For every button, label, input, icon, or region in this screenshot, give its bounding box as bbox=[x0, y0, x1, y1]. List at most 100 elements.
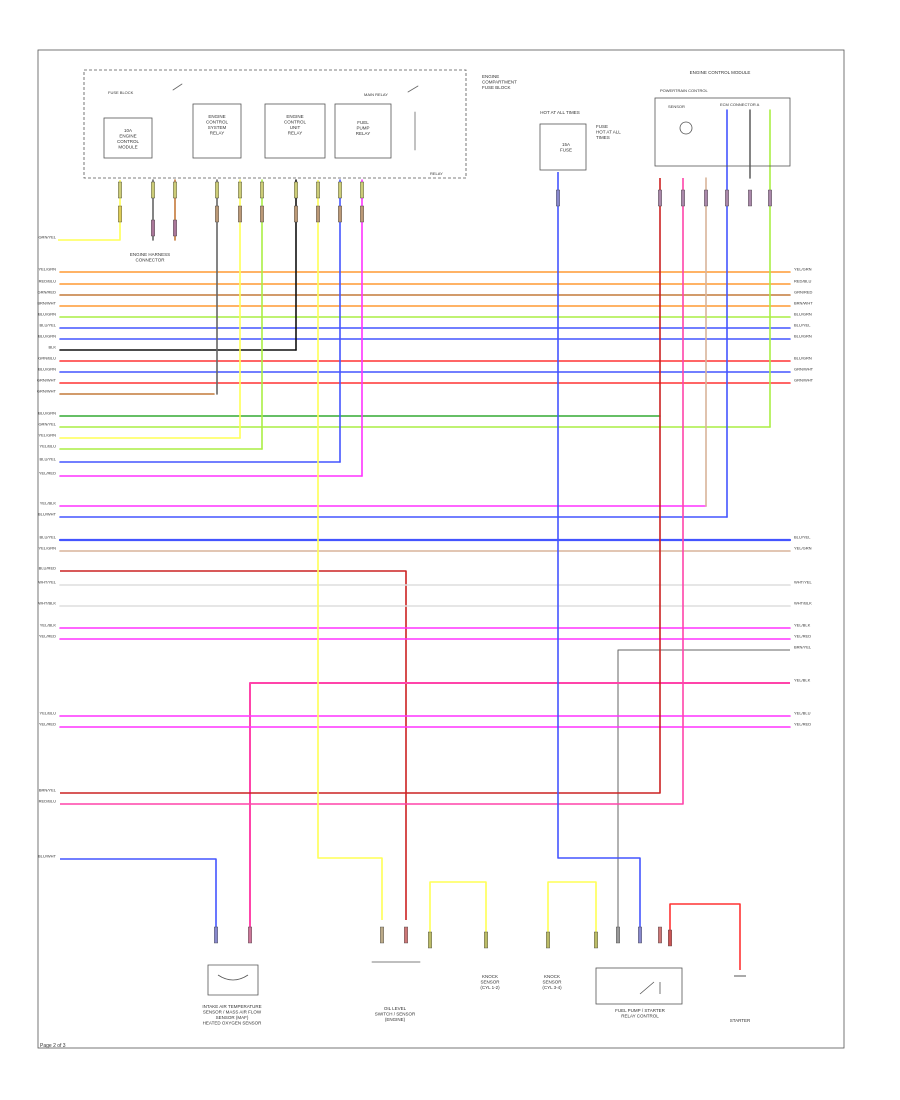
starter-wire bbox=[669, 903, 741, 970]
bus-wire-label-left: RED/BLU bbox=[39, 799, 56, 804]
bus-wire-label-left: WHT/YEL bbox=[38, 580, 57, 585]
bus-wire bbox=[60, 178, 684, 805]
caption-line: (CYL 3-4) bbox=[542, 985, 562, 990]
caption-line: ENGINE HARNESS bbox=[130, 252, 170, 257]
bus-wire-label-right: BLU/YEL bbox=[794, 535, 811, 540]
switch-mark bbox=[407, 85, 419, 93]
connector-pin-harness bbox=[294, 205, 299, 223]
caption-line: 10A bbox=[124, 128, 132, 133]
caption-line: CONNECTOR bbox=[136, 258, 166, 263]
connector-pin-top bbox=[117, 181, 122, 199]
caption-line: RELAY bbox=[356, 131, 370, 136]
caption-line: UNIT bbox=[290, 125, 301, 130]
caption-line: (ENGINE) bbox=[385, 1017, 406, 1022]
caption-line: SENSOR bbox=[542, 980, 562, 985]
connector-pin-bottom bbox=[404, 926, 409, 944]
caption-line: STARTER bbox=[730, 1018, 751, 1023]
wires-layer bbox=[58, 83, 792, 970]
bus-wire-label-left: YEL/GRN bbox=[38, 546, 56, 551]
connector-pin-ecm bbox=[725, 189, 730, 207]
bus-wire-label-left: GRN/RED bbox=[38, 290, 57, 295]
caption-line: HEATED OXYGEN SENSOR bbox=[203, 1021, 262, 1026]
bus-wire-label-right: YEL/GRN bbox=[794, 267, 812, 272]
caption-line: CONTROL bbox=[117, 139, 139, 144]
caption-line: FUSE bbox=[596, 124, 608, 129]
bus-wire-label-left: GRN/WHT bbox=[37, 389, 57, 394]
bus-wire-label-left: BRN/YEL bbox=[39, 788, 57, 793]
caption-line: SYSTEM bbox=[208, 125, 227, 130]
caption-line: SENSOR (MAF) bbox=[216, 1015, 249, 1020]
caption-line: SENSOR / MASS AIR FLOW bbox=[203, 1010, 262, 1015]
bus-wire-label-left: YEL/BLU bbox=[40, 444, 57, 449]
connector-pin-top bbox=[150, 181, 155, 199]
connector-pin-bottom bbox=[638, 926, 643, 944]
relay-1-box bbox=[192, 103, 242, 159]
caption-line: CONTROL bbox=[284, 120, 306, 125]
connector-pin-harness bbox=[172, 219, 177, 237]
caption-line: OIL LEVEL bbox=[384, 1006, 407, 1011]
bus-wire-label-right: YEL/BLU bbox=[794, 711, 811, 716]
ecm-header: ENGINE CONTROL MODULE bbox=[690, 70, 751, 75]
vertical-wire bbox=[58, 180, 121, 241]
connector-pin-top bbox=[214, 181, 219, 199]
bus-wire-label-left: BRN/WHT bbox=[37, 301, 56, 306]
hot-fuse-header: HOT AT ALL TIMES bbox=[540, 110, 580, 115]
relay-switch-icon bbox=[639, 981, 661, 995]
connector-pin-bottom bbox=[546, 931, 551, 949]
fuse-block-box bbox=[83, 69, 467, 179]
connector-pin-ecm bbox=[704, 189, 709, 207]
caption-line: RELAY bbox=[288, 131, 302, 136]
connector-pin-bottom bbox=[594, 931, 599, 949]
connector-pin-fuse bbox=[556, 189, 561, 207]
caption-line: ENGINE bbox=[208, 114, 225, 119]
bus-wire-label-left: BLK bbox=[48, 345, 56, 350]
bus-wire-label-left: BLU/WHT bbox=[38, 854, 57, 859]
switch-mark bbox=[172, 83, 183, 91]
bus-wire-label-right: BLU/GRN bbox=[794, 356, 812, 361]
bus-wire-label-left: BLU/GRN bbox=[38, 312, 56, 317]
connector-pin-bottom bbox=[484, 931, 489, 949]
fuse-1-box bbox=[103, 117, 153, 159]
connector-pin-harness bbox=[237, 205, 242, 223]
connector-pin-harness bbox=[338, 205, 343, 223]
fuse-block-header: FUSE BLOCK bbox=[108, 90, 134, 95]
connector-pin-top bbox=[360, 181, 365, 199]
bus-wire-label-right: BRN/YEL bbox=[794, 645, 812, 650]
bus-wire-label-left: GRN/BLU bbox=[38, 356, 56, 361]
bus-wire-label-right: BLU/GRN bbox=[794, 312, 812, 317]
bus-wire-label-left: YEL/RED bbox=[39, 471, 56, 476]
sensor-icon bbox=[207, 964, 259, 996]
caption-line: KNOCK bbox=[544, 974, 560, 979]
bus-wire-label-left: YEL/BLK bbox=[40, 501, 57, 506]
bus-wire-label-left: BLU/WHT bbox=[38, 512, 57, 517]
caption-line: FUSE bbox=[560, 148, 572, 153]
caption-line: SENSOR bbox=[480, 980, 500, 985]
bus-wire-label-left: WHT/BLK bbox=[38, 601, 56, 606]
bus-wire-label-left: GRN/YEL bbox=[38, 422, 56, 427]
bus-wire-label-right: WHT/BLK bbox=[794, 601, 812, 606]
relay-2-box bbox=[264, 103, 326, 159]
caption-line: KNOCK bbox=[482, 974, 498, 979]
caption-line: HOT AT ALL TIMES bbox=[540, 110, 580, 115]
main-relay-label: MAIN RELAY bbox=[364, 92, 388, 97]
ecm-lamp-icon bbox=[679, 121, 693, 135]
caption-line: 15A bbox=[562, 142, 570, 147]
caption-line: ENGINE bbox=[286, 114, 303, 119]
connector-pin-ecm bbox=[768, 189, 773, 207]
caption-line: ENGINE bbox=[482, 74, 499, 79]
caption-line: COMPARTMENT bbox=[482, 80, 517, 85]
caption-line: CONTROL bbox=[206, 120, 228, 125]
bus-wire-label-left: YEL/RED bbox=[39, 634, 56, 639]
bus-wire-label-left: BLU/GRN bbox=[38, 334, 56, 339]
bus-wire-label-right: RED/BLU bbox=[794, 279, 811, 284]
caption-line: RELAY bbox=[210, 131, 224, 136]
connector-pin-ecm bbox=[658, 189, 663, 207]
ecm-sub: POWERTRAIN CONTROL bbox=[660, 88, 708, 93]
